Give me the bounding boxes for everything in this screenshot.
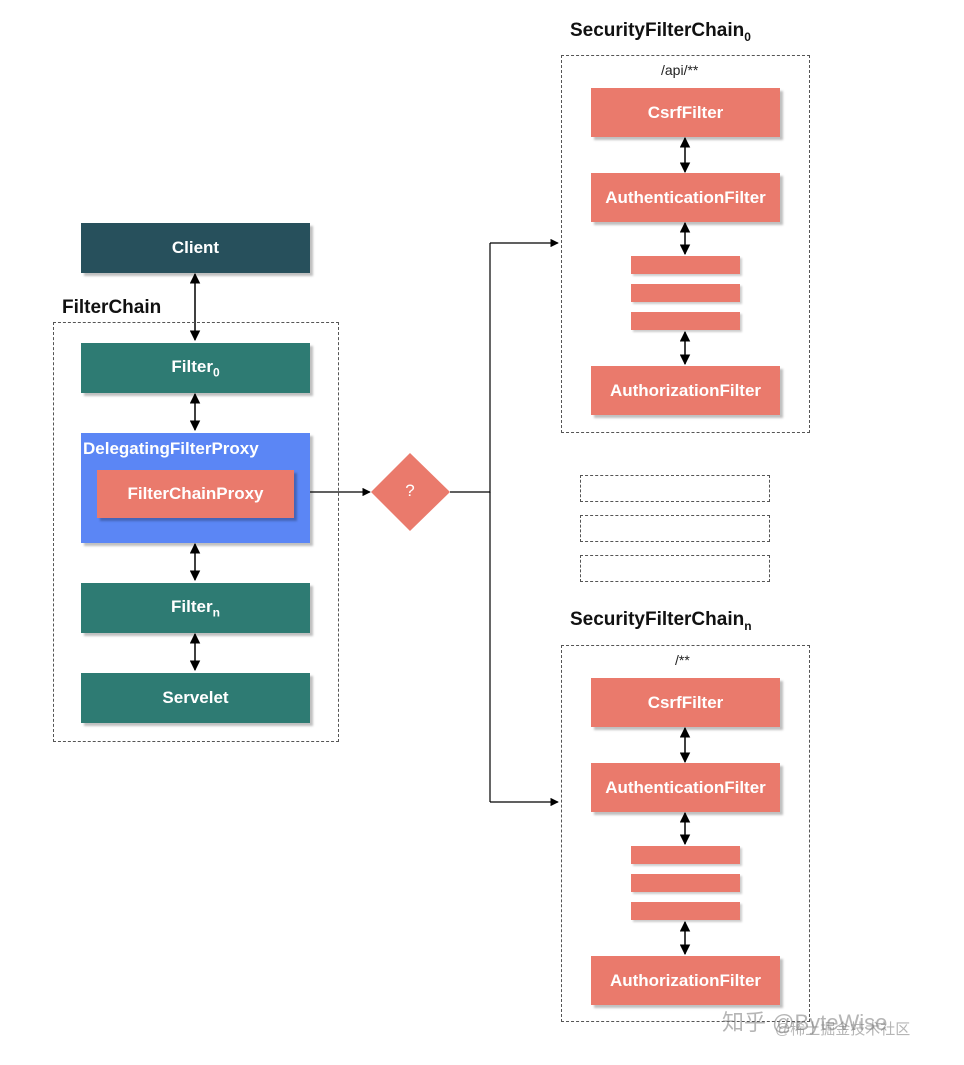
- chainn-filter-bar-2: [631, 874, 740, 892]
- servlet-box: Servelet: [81, 673, 310, 723]
- chain0-csrf-label: CsrfFilter: [647, 102, 724, 122]
- decision-diamond: [371, 453, 450, 531]
- chainn-csrf-filter: CsrfFilter: [591, 678, 780, 727]
- chain0-authn-label: AuthenticationFilter: [605, 187, 766, 207]
- chainn-authorization-filter: AuthorizationFilter: [591, 956, 780, 1005]
- delegating-filter-proxy-label: DelegatingFilterProxy: [83, 439, 259, 458]
- chain0-authentication-filter: AuthenticationFilter: [591, 173, 780, 222]
- filtern-box: Filtern: [81, 583, 310, 633]
- filter0-label: Filter0: [171, 356, 220, 380]
- decision-branch-line: [450, 243, 491, 493]
- client-label: Client: [171, 238, 220, 257]
- client-box: Client: [81, 223, 310, 273]
- placeholder-chain-1: [580, 475, 770, 502]
- security-filter-chain-0-title: SecurityFilterChain0: [570, 20, 751, 44]
- chainn-authz-label: AuthorizationFilter: [609, 970, 762, 990]
- chain0-authz-label: AuthorizationFilter: [609, 380, 762, 400]
- watermark-sub: @稀土掘金技术社区: [775, 1021, 911, 1038]
- security-filter-chain-0-container: [561, 55, 810, 433]
- chainn-filter-bar-3: [631, 902, 740, 920]
- security-filter-chain-n-container: [561, 645, 810, 1022]
- chain0-filter-bar-2: [631, 284, 740, 302]
- decision-label: ?: [405, 481, 415, 500]
- filter-chain-container: [53, 322, 339, 742]
- chain0-filter-bar-3: [631, 312, 740, 330]
- chain0-filter-bar-1: [631, 256, 740, 274]
- placeholder-chain-3: [580, 555, 770, 582]
- filtern-label: Filtern: [171, 596, 220, 620]
- chain0-authorization-filter: AuthorizationFilter: [591, 366, 780, 415]
- chainn-filter-bar-1: [631, 846, 740, 864]
- filter0-box: Filter0: [81, 343, 310, 393]
- chain0-pattern: /api/**: [661, 62, 699, 78]
- chainn-authn-label: AuthenticationFilter: [605, 777, 766, 797]
- filter-chain-title: FilterChain: [62, 297, 162, 318]
- servlet-label: Servelet: [162, 688, 229, 707]
- chainn-csrf-label: CsrfFilter: [647, 692, 724, 712]
- filter-chain-proxy-box: FilterChainProxy: [97, 470, 294, 518]
- placeholder-chain-2: [580, 515, 770, 542]
- chainn-authentication-filter: AuthenticationFilter: [591, 763, 780, 812]
- security-filter-chain-n-title: SecurityFilterChainn: [570, 609, 752, 633]
- filter-chain-proxy-label: FilterChainProxy: [127, 484, 264, 503]
- watermark-main: 知乎 @ByteWise: [722, 1010, 888, 1035]
- chain0-csrf-filter: CsrfFilter: [591, 88, 780, 137]
- chainn-pattern: /**: [675, 652, 690, 668]
